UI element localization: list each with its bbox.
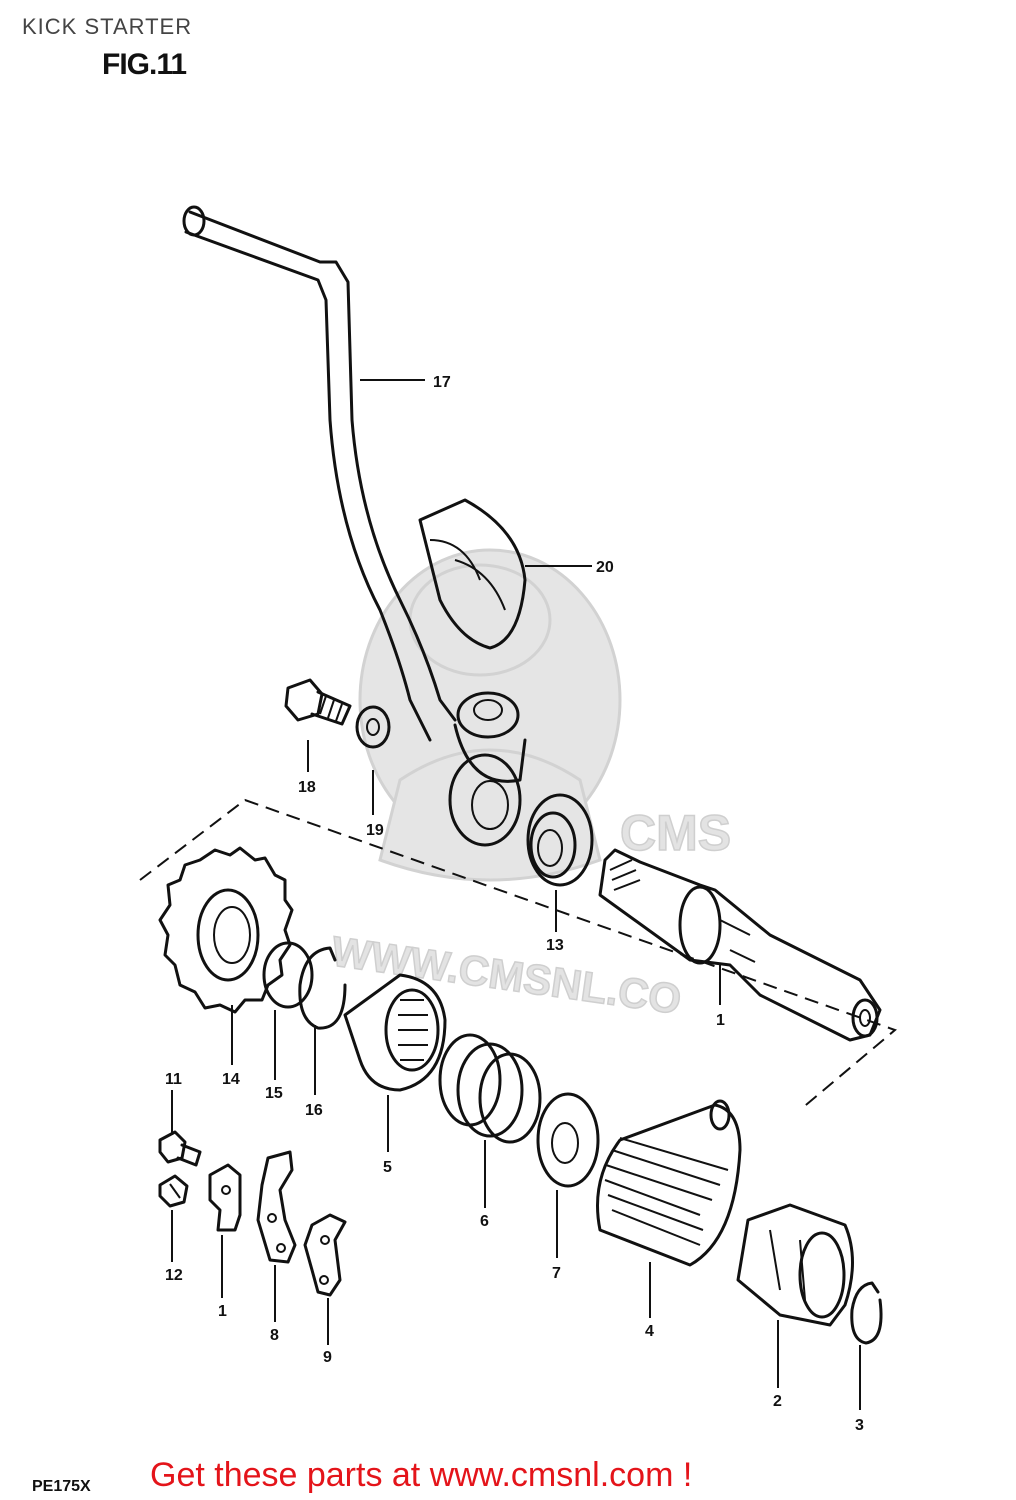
shop-link[interactable]: Get these parts at www.cmsnl.com ! [150,1456,693,1494]
kick-gear-14 [158,846,294,1014]
ratchet-5 [343,973,447,1092]
washer-7 [536,1092,600,1188]
callout-13: 13 [546,937,564,954]
bolt-12 [158,1174,189,1208]
watermark-url: WWW.CMSNL.CO [329,927,684,1023]
model-code: PE175X [32,1478,91,1495]
oil-seal-13 [526,793,594,887]
leader-lines [171,379,861,1410]
callout-12: 12 [165,1267,183,1284]
plate-9 [303,1213,347,1297]
callout-2: 2 [773,1393,782,1410]
watermark-logo: CMS WWW.CMSNL.CO [328,548,732,1024]
ring-15 [262,941,314,1009]
bolt-11 [158,1130,202,1167]
callout-15: 15 [265,1085,283,1102]
bolt-18 [284,678,352,726]
callout-3: 3 [855,1417,864,1434]
return-spring-4 [596,1099,742,1267]
figure-number: FIG.11 [102,48,187,81]
watermark-cms: CMS [620,805,731,861]
stopper-plate [208,1163,242,1232]
spring-guide-2 [736,1203,854,1327]
callout-8: 8 [270,1327,279,1344]
callout-18: 18 [298,779,316,796]
callout-1-shaft: 1 [716,1012,725,1029]
assembly-outline [139,798,897,1111]
spring-6 [438,1033,542,1144]
callout-11: 11 [165,1071,182,1088]
washer-19 [355,705,391,749]
callout-9: 9 [323,1349,332,1366]
callout-7: 7 [552,1265,561,1282]
lever-boot [418,498,527,650]
kick-lever [182,205,527,847]
callout-4: 4 [645,1323,654,1340]
callout-1-plate: 1 [218,1303,227,1320]
plate-8 [256,1150,297,1264]
callout-17: 17 [433,374,451,391]
page-title: KICK STARTER [22,14,193,39]
callout-labels: 17 20 18 19 13 1 14 15 16 11 12 1 8 9 5 … [165,374,864,1434]
circlip-16 [298,946,347,1030]
callout-6: 6 [480,1213,489,1230]
callout-19: 19 [366,822,384,839]
callout-20: 20 [596,559,614,576]
callout-14: 14 [222,1071,240,1088]
circlip-3 [850,1281,883,1345]
callout-16: 16 [305,1102,323,1119]
callout-5: 5 [383,1159,392,1176]
